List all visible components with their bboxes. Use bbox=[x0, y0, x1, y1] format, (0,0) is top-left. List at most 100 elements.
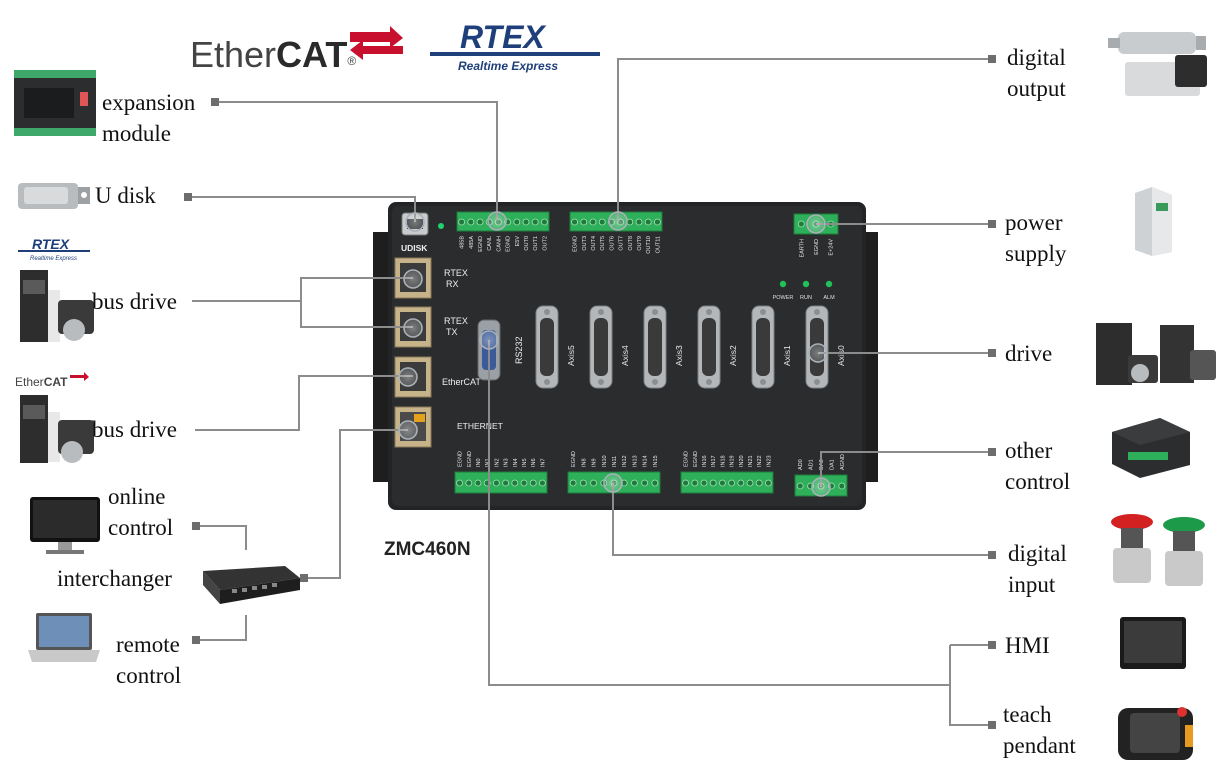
terminal-screw bbox=[456, 479, 464, 487]
axis-label: Axis5 bbox=[566, 345, 576, 366]
terminal-label: OUT8 bbox=[628, 236, 634, 251]
terminal-label: IN16 bbox=[702, 455, 708, 467]
terminal-screw bbox=[654, 218, 661, 226]
terminal-label: OUT11 bbox=[655, 236, 661, 253]
terminal-screw bbox=[467, 218, 475, 226]
servo-drive-image bbox=[1096, 323, 1216, 385]
terminal-screw bbox=[531, 218, 539, 226]
servo-drive-ethercat-image bbox=[20, 395, 94, 463]
terminal-label: IN12 bbox=[622, 455, 628, 467]
line-digital-output bbox=[617, 58, 992, 222]
axis-label: Axis0 bbox=[836, 345, 846, 366]
line-rs232 bbox=[488, 340, 950, 686]
axis-connectors: Axis5 Axis4 Axis3 Axis2 Axis1 Axis0 bbox=[535, 305, 846, 389]
solenoid-valve-image bbox=[1108, 32, 1207, 96]
terminal-screw bbox=[522, 218, 530, 226]
terminal-screw bbox=[755, 479, 763, 487]
terminal-label: EGND bbox=[571, 451, 577, 467]
online-control-label: online control bbox=[108, 484, 174, 540]
terminal-label: OUT0 bbox=[524, 236, 530, 251]
udisk-port-label: UDISK bbox=[401, 243, 428, 253]
terminal-screw bbox=[511, 479, 519, 487]
rtex-logo-small: RTEX Realtime Express bbox=[18, 236, 90, 262]
digital-input-label: digital input bbox=[1008, 541, 1067, 597]
controller-model-label: ZMC460N bbox=[384, 539, 471, 560]
terminal-screw bbox=[569, 479, 577, 487]
emergency-buttons-image bbox=[1111, 514, 1205, 586]
axis-label: Axis1 bbox=[782, 345, 792, 366]
terminal-screw bbox=[580, 218, 588, 226]
terminal-screw bbox=[838, 482, 846, 490]
axis4-connector[interactable] bbox=[589, 305, 613, 389]
bus-drive-rtex-label: bus drive bbox=[92, 289, 177, 314]
axis-label: Axis2 bbox=[728, 345, 738, 366]
terminal-screw bbox=[796, 482, 804, 490]
terminal-label: CANH bbox=[496, 236, 502, 252]
axis2-connector[interactable] bbox=[697, 305, 721, 389]
terminal-screw bbox=[541, 218, 548, 226]
status-led bbox=[438, 223, 444, 229]
terminal-label: IN14 bbox=[643, 455, 649, 467]
power-supply-label: power supply bbox=[1005, 210, 1067, 266]
line-digital-input bbox=[612, 483, 992, 556]
terminal-screw bbox=[492, 479, 500, 487]
rtex-logo: RTEX Realtime Express bbox=[430, 19, 600, 73]
line-remote-control bbox=[196, 615, 247, 641]
terminal-label: EGND bbox=[684, 451, 690, 467]
terminal-screw bbox=[691, 479, 699, 487]
terminal-label: EGND bbox=[458, 451, 464, 467]
terminal-label: IN0 bbox=[476, 458, 482, 467]
teach-pendant-image bbox=[1118, 707, 1193, 760]
axis-label: Axis3 bbox=[674, 345, 684, 366]
line-bus-drive-rtex bbox=[192, 277, 413, 302]
terminal-screw bbox=[465, 479, 473, 487]
hmi-screen-image bbox=[1120, 617, 1186, 669]
expansion-module-label: expansion module bbox=[102, 90, 196, 146]
terminal-screw bbox=[598, 218, 606, 226]
svg-text:RTEX: RTEX bbox=[460, 19, 546, 55]
terminal-screw bbox=[709, 479, 717, 487]
axis3-connector[interactable] bbox=[643, 305, 667, 389]
terminal-label: IN4 bbox=[513, 458, 519, 467]
line-expansion-module bbox=[215, 101, 498, 220]
terminal-label: IN20 bbox=[739, 455, 745, 467]
terminal-screw bbox=[631, 479, 638, 487]
alm-led bbox=[825, 280, 833, 288]
axis-label: Axis4 bbox=[620, 345, 630, 366]
led-label: POWER bbox=[773, 295, 794, 301]
terminal-label: IN17 bbox=[711, 455, 717, 467]
terminal-label: OUT7 bbox=[619, 236, 625, 251]
other-control-label: other control bbox=[1005, 438, 1071, 494]
terminal-label: 485A bbox=[469, 236, 475, 249]
terminal-label: E+24V bbox=[829, 239, 835, 256]
svg-text:Realtime Express: Realtime Express bbox=[30, 256, 77, 262]
terminal-label: IN7 bbox=[540, 458, 546, 467]
axis1-connector[interactable] bbox=[751, 305, 775, 389]
terminal-screw bbox=[746, 479, 754, 487]
terminal-label: CANL bbox=[487, 236, 493, 251]
expansion-module-image bbox=[14, 70, 96, 136]
network-switch-image bbox=[203, 566, 300, 604]
terminal-label: IN3 bbox=[504, 458, 510, 467]
led-label: RUN bbox=[800, 295, 812, 301]
terminal-label: OUT9 bbox=[637, 236, 643, 251]
remote-control-label: remote control bbox=[116, 632, 182, 688]
line-interchanger bbox=[300, 429, 408, 579]
axis5-connector[interactable] bbox=[535, 305, 559, 389]
ethercat-port-label: EtherCAT bbox=[442, 377, 481, 387]
terminal-screw bbox=[476, 218, 484, 226]
terminal-label: E5V bbox=[515, 236, 521, 247]
terminal-screw bbox=[765, 479, 772, 487]
terminal-screw bbox=[513, 218, 521, 226]
terminal-label: IN13 bbox=[632, 455, 638, 467]
terminal-screw bbox=[651, 479, 659, 487]
ethercat-logo: EtherCAT® bbox=[190, 26, 403, 75]
terminal-label: IN15 bbox=[653, 455, 659, 467]
bus-drive-ethercat-label: bus drive bbox=[92, 417, 177, 442]
